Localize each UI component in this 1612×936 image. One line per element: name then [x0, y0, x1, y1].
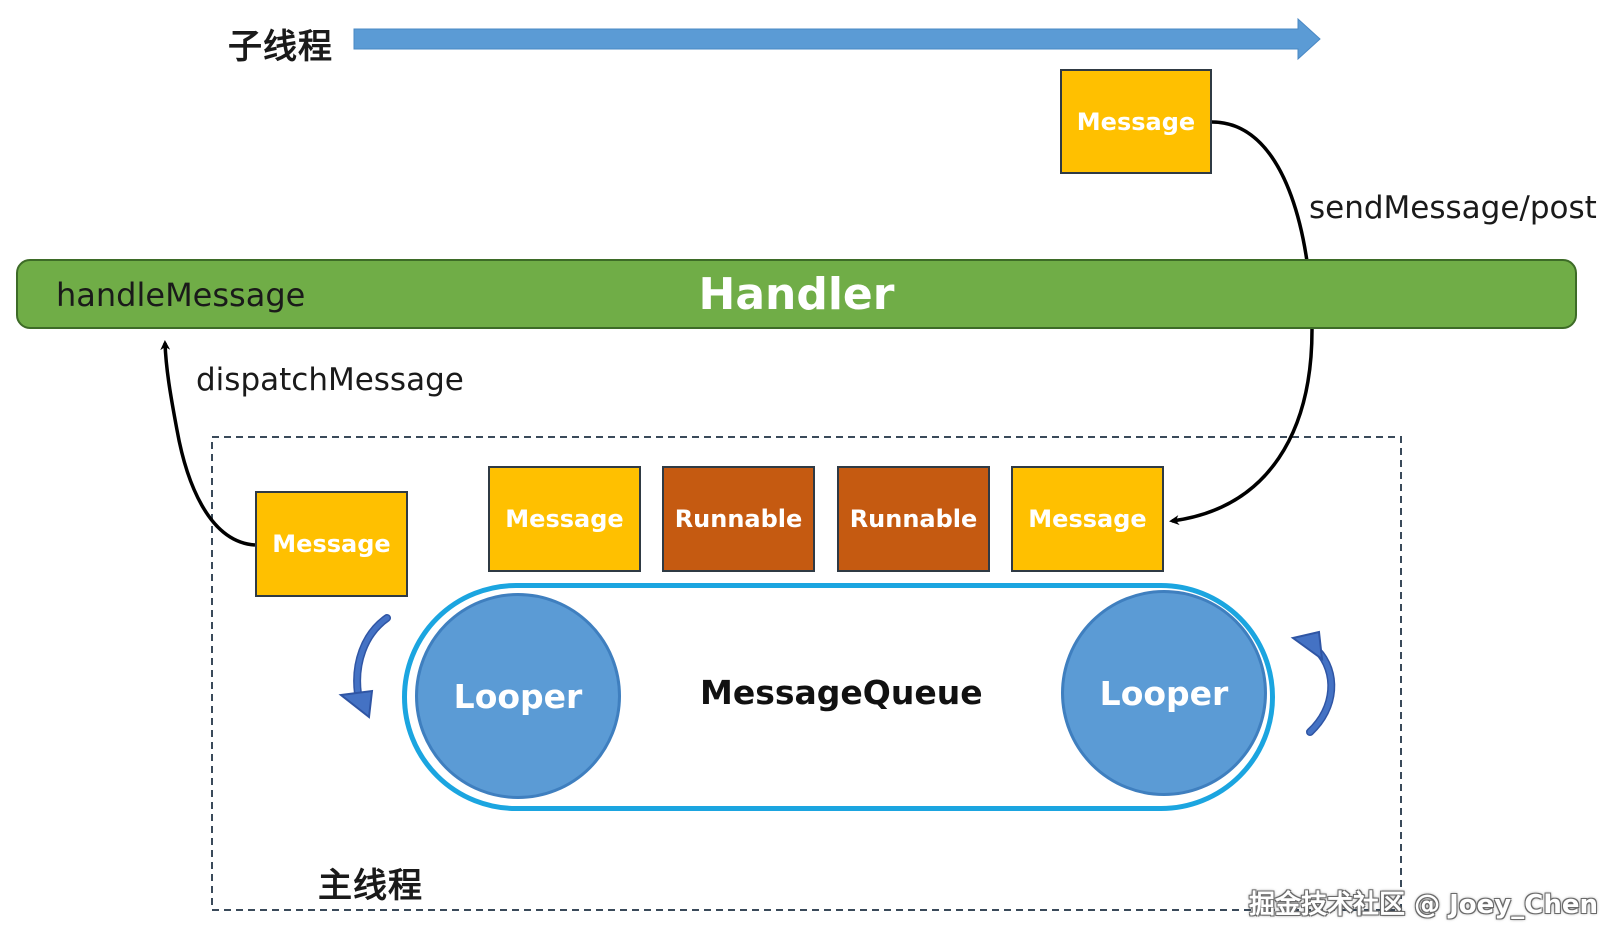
looper-label: Looper	[1099, 673, 1229, 713]
rotation-arrow-right-icon	[1290, 630, 1336, 736]
looper-right: Looper	[1061, 590, 1267, 796]
watermark: 掘金技术社区 @ Joey_Chen	[1249, 890, 1598, 920]
incoming-message-box: Message	[1060, 69, 1212, 174]
handle-message-label: handleMessage	[56, 276, 306, 314]
queue-item-label: Message	[1028, 505, 1147, 533]
message-queue-label: MessageQueue	[700, 673, 983, 712]
handler-bar: handleMessage Handler	[16, 259, 1577, 329]
send-message-arrow	[1169, 120, 1314, 526]
rotation-arrow-left-icon	[338, 614, 391, 719]
looper-label: Looper	[453, 676, 583, 716]
dispatched-message-box: Message	[255, 491, 408, 597]
send-message-label: sendMessage/post	[1309, 190, 1597, 226]
queue-item-label: Runnable	[674, 505, 803, 533]
incoming-message-label: Message	[1076, 107, 1196, 136]
worker-thread-label: 子线程	[228, 27, 333, 67]
queue-item-message: Message	[1011, 466, 1164, 572]
queue-item-runnable: Runnable	[837, 466, 990, 572]
worker-thread-arrow	[353, 17, 1321, 61]
queue-item-label: Runnable	[849, 505, 978, 533]
dispatch-message-label: dispatchMessage	[196, 362, 464, 398]
handler-title: Handler	[698, 269, 895, 320]
main-thread-region	[211, 436, 1402, 911]
main-thread-label: 主线程	[318, 866, 423, 906]
dispatched-message-label: Message	[272, 530, 391, 558]
queue-item-label: Message	[505, 505, 624, 533]
dispatch-message-arrow	[160, 340, 256, 547]
looper-left: Looper	[415, 593, 621, 799]
queue-item-runnable: Runnable	[662, 466, 815, 572]
queue-item-message: Message	[488, 466, 641, 572]
